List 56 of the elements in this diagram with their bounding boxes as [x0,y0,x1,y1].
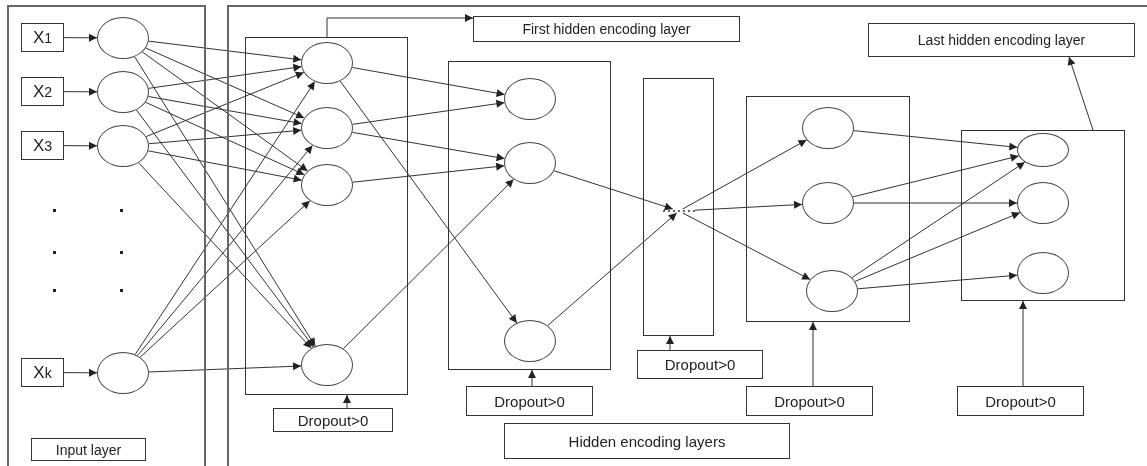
arrow [141,51,309,172]
layer-label: Last hidden encoding layer [868,23,1135,57]
arrow [1019,300,1027,387]
arrow [339,80,518,324]
arrow [682,212,811,281]
dropout-label: Dropout>0 [957,386,1084,416]
dropout-label: Dropout>0 [466,386,593,416]
layer-label: Hidden encoding layers [504,423,790,459]
arrow [857,271,1018,290]
arrow [148,362,302,373]
arrow [145,71,305,138]
arrow [853,130,1018,151]
arrow [853,199,1018,207]
arrow [694,200,803,211]
arrow [343,394,351,409]
arrow [147,150,303,183]
layer-label: First hidden encoding layer [473,16,740,42]
arrow [351,67,506,98]
arrow [851,161,1026,279]
arrow [553,170,674,211]
arrow [148,40,302,63]
layer-frame [746,96,910,322]
arrow [147,96,303,127]
arrow [148,127,302,145]
arrow [1067,56,1094,131]
layer-frame [961,130,1125,301]
arrow [63,141,98,150]
dropout-label: Dropout>0 [637,350,763,379]
arrow [352,162,505,183]
layer-label: Input layer [31,438,146,461]
arrow [326,14,474,38]
dropout-label: Dropout>0 [746,386,873,416]
arrow [352,99,505,125]
layer-frame [448,61,611,370]
arrow [145,47,305,119]
arrow [854,212,1021,282]
arrow [682,139,808,210]
arrow [547,212,678,327]
layer-panel [7,5,206,466]
arrow [63,368,98,377]
arrow [63,87,98,96]
arrow [852,154,1020,198]
arrow [148,63,302,89]
arrow [63,33,98,42]
layer-frame [643,78,714,336]
arrow [145,101,305,176]
arrow [666,335,674,351]
layer-panel [227,5,1147,466]
arrow [342,178,515,350]
arrow [809,321,817,387]
arrow [139,200,311,358]
arrow [528,369,536,387]
ellipsis-dots [663,209,695,213]
arrow [351,131,506,162]
dropout-label: Dropout>0 [273,408,393,432]
layer-frame [245,37,408,395]
